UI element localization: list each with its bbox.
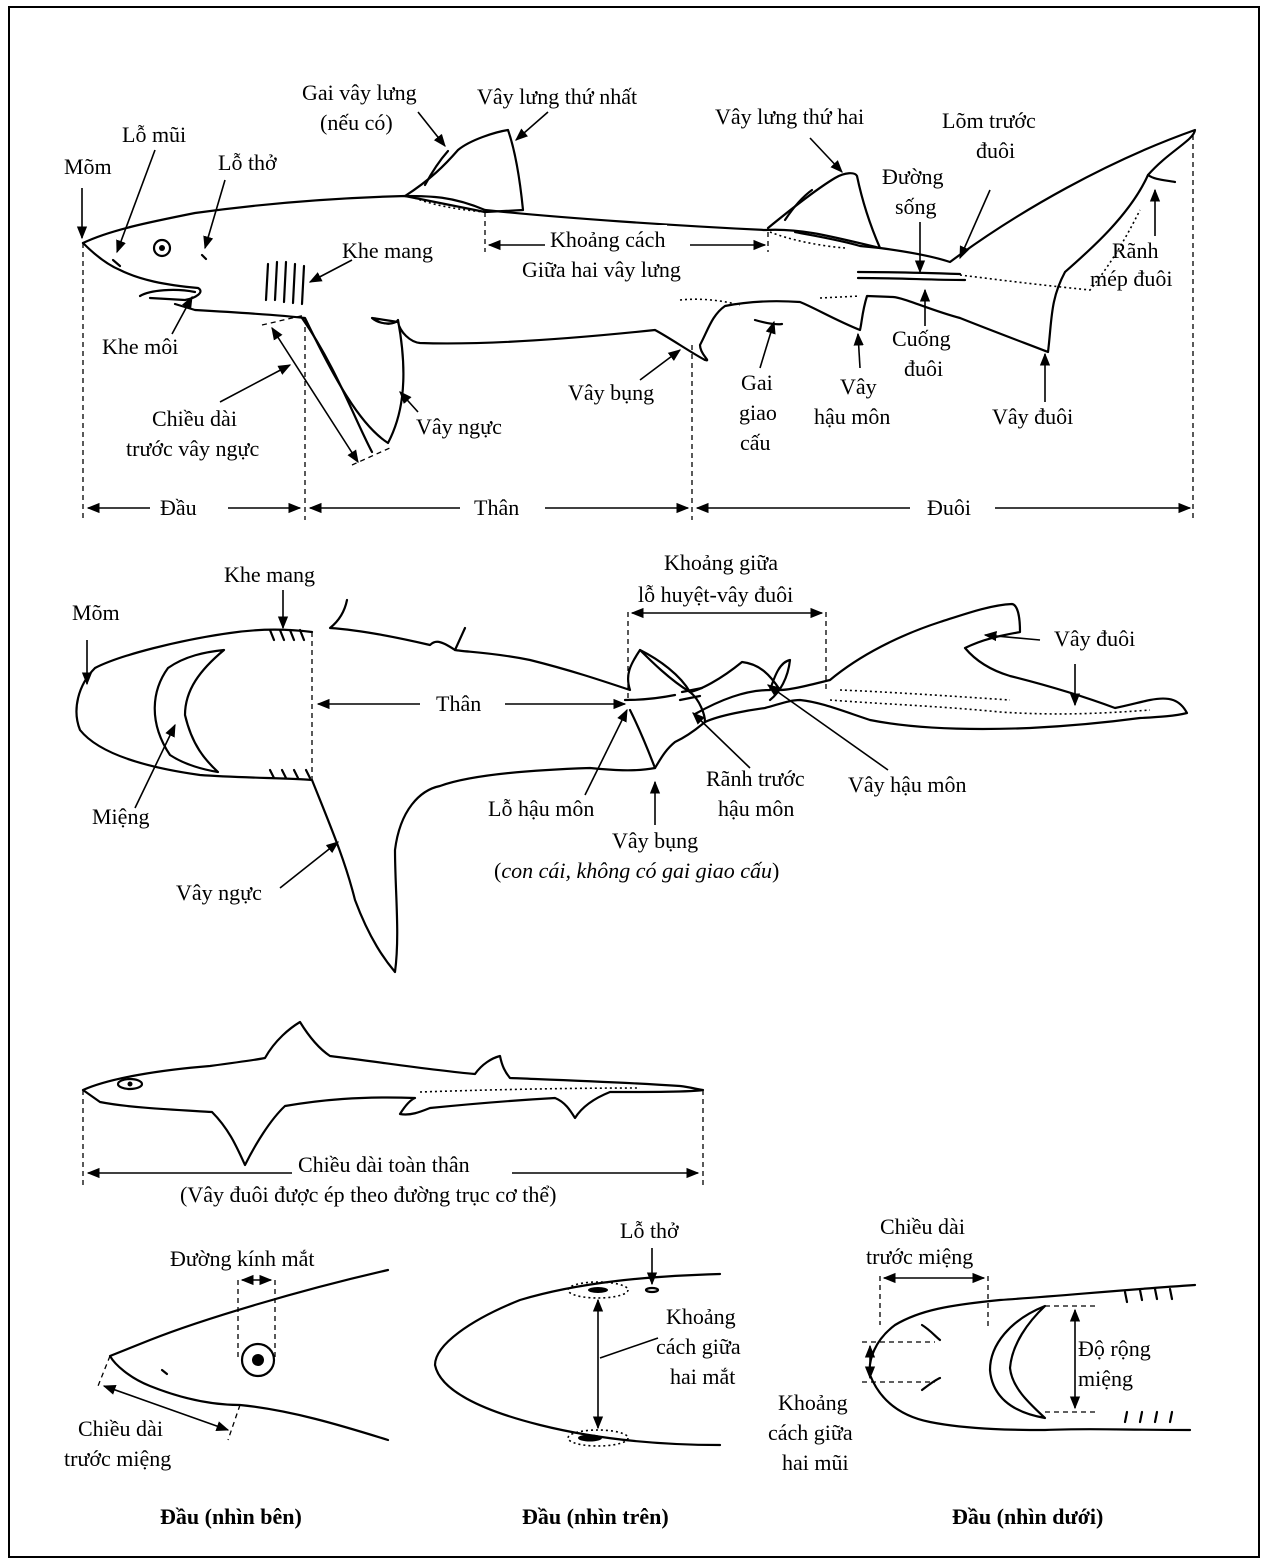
label-do-rong-mieng-2: miệng: [1076, 1364, 1135, 1394]
caption-head-top: Đầu (nhìn trên): [522, 1504, 669, 1530]
label-than-side: Thân: [472, 493, 521, 523]
label-chieu-dai-toan-than: Chiều dài toàn thân: [296, 1150, 472, 1180]
label-dau: Đầu: [158, 493, 199, 523]
label-ranh-truoc-hau-mon-1: Rãnh trước: [704, 764, 807, 794]
label-mieng: Miệng: [90, 802, 151, 832]
label-lom-truoc-duoi-2: đuôi: [974, 136, 1017, 166]
caption-head-bottom: Đầu (nhìn dưới): [952, 1504, 1103, 1530]
label-ranh-mep-duoi-2: mép đuôi: [1088, 264, 1175, 294]
label-lo-hau-mon: Lỗ hậu môn: [486, 794, 596, 824]
label-khoang-cach-mat-2: cách giữa: [654, 1332, 743, 1362]
label-vay-hau-mon-side-1: Vây: [838, 372, 879, 402]
label-ranh-mep-duoi-1: Rãnh: [1110, 236, 1160, 266]
label-chieu-dai-truoc-mieng-side-2: trước miệng: [62, 1444, 173, 1474]
label-vay-bung-side: Vây bụng: [566, 378, 656, 408]
label-duong-song-2: sống: [893, 192, 939, 222]
ventral-view-shark: [76, 600, 1187, 972]
label-gai-giao-cau-2: giao: [737, 398, 779, 428]
label-khoang-giua-2: lỗ huyệt-vây đuôi: [636, 580, 795, 610]
label-khoang-cach-1: Khoảng cách: [548, 225, 667, 255]
label-chieu-dai-truoc-mieng-side-1: Chiều dài: [76, 1414, 165, 1444]
label-than-ventral: Thân: [434, 689, 483, 719]
label-khe-mang-ventral: Khe mang: [222, 560, 317, 590]
label-chieu-dai-truoc-vay-nguc-2: trước vây ngực: [124, 434, 261, 464]
label-vay-nguc-ventral: Vây ngực: [174, 878, 264, 908]
label-lo-tho-side: Lỗ thở: [216, 148, 279, 178]
label-gai-vay-lung-2: (nếu có): [318, 108, 395, 138]
label-lo-tho-top: Lỗ thở: [618, 1216, 681, 1246]
label-cuong-duoi-2: đuôi: [902, 354, 945, 384]
label-chieu-dai-truoc-vay-nguc-1: Chiều dài: [150, 404, 239, 434]
label-khoang-cach-mui-2: cách giữa: [766, 1418, 855, 1448]
label-khoang-cach-mat-3: hai mắt: [668, 1362, 737, 1392]
vay-bung-note-text: con cái, không có gai giao cấu: [501, 858, 772, 883]
label-mom-side: Mõm: [62, 152, 114, 182]
label-gai-vay-lung-1: Gai vây lưng: [300, 78, 419, 108]
label-khoang-giua-1: Khoảng giữa: [662, 548, 780, 578]
label-khoang-cach-mui-3: hai mũi: [780, 1448, 851, 1478]
label-cuong-duoi-1: Cuống: [890, 324, 953, 354]
label-khoang-cach-2: Giữa hai vây lưng: [520, 255, 683, 285]
label-duoi: Đuôi: [925, 493, 973, 523]
label-vay-lung-thu-nhat: Vây lưng thứ nhất: [475, 82, 639, 112]
label-vay-lung-thu-hai: Vây lưng thứ hai: [713, 102, 866, 132]
label-gai-giao-cau-1: Gai: [739, 368, 775, 398]
caption-head-side: Đầu (nhìn bên): [160, 1504, 302, 1530]
label-khoang-cach-mat-1: Khoảng: [664, 1302, 738, 1332]
label-duong-kinh-mat: Đường kính mắt: [168, 1244, 317, 1274]
label-vay-hau-mon-side-2: hậu môn: [812, 402, 892, 432]
label-chieu-dai-truoc-mieng-bottom-1: Chiều dài: [878, 1212, 967, 1242]
label-lo-mui: Lỗ mũi: [120, 120, 188, 150]
label-chieu-dai-truoc-mieng-bottom-2: trước miệng: [864, 1242, 975, 1272]
label-duong-song-1: Đường: [880, 162, 945, 192]
label-khoang-cach-mui-1: Khoảng: [776, 1388, 850, 1418]
label-vay-duoi-side: Vây đuôi: [990, 402, 1075, 432]
label-total-note: (Vây đuôi được ép theo đường trục cơ thể…: [178, 1180, 558, 1210]
label-vay-bung-note: (con cái, không có gai giao cấu): [492, 856, 781, 886]
label-vay-hau-mon-ventral: Vây hậu môn: [846, 770, 969, 800]
label-vay-duoi-ventral: Vây đuôi: [1052, 624, 1137, 654]
label-vay-bung-ventral: Vây bụng: [610, 826, 700, 856]
ventral-view-measurements: [87, 590, 1075, 888]
label-mom-ventral: Mõm: [70, 598, 122, 628]
label-gai-giao-cau-3: cấu: [738, 428, 773, 458]
label-ranh-truoc-hau-mon-2: hậu môn: [716, 794, 796, 824]
label-do-rong-mieng-1: Độ rộng: [1076, 1334, 1153, 1364]
label-vay-nguc-side: Vây ngực: [414, 412, 504, 442]
label-khe-moi: Khe môi: [100, 332, 180, 362]
label-khe-mang-side: Khe mang: [340, 236, 435, 266]
label-lom-truoc-duoi-1: Lõm trước: [940, 106, 1038, 136]
total-length-shark: [83, 1022, 703, 1165]
